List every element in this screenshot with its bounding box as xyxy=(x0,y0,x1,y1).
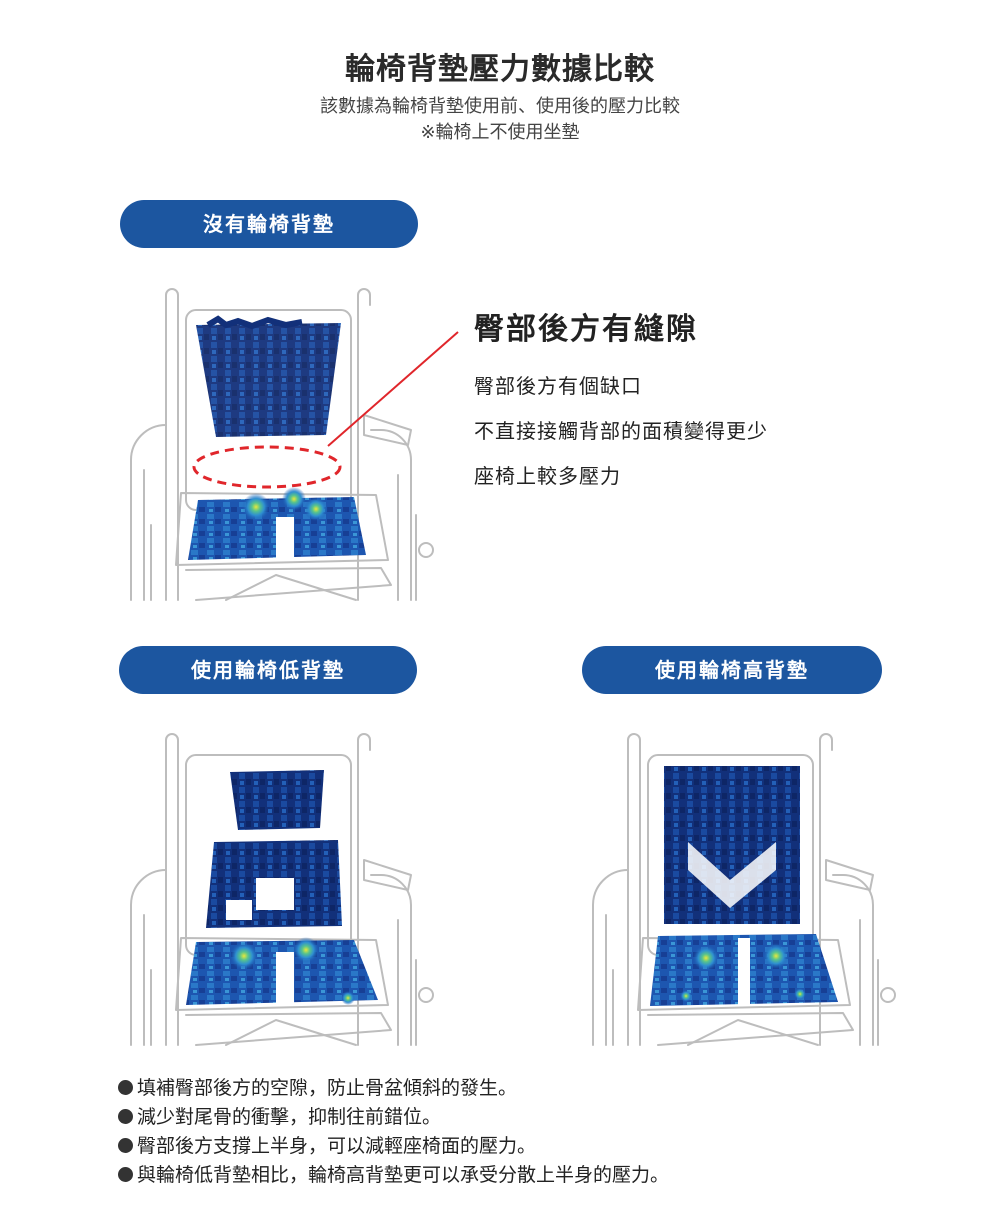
callout-line xyxy=(327,331,459,447)
callout-line-1: 臀部後方有個缺口 xyxy=(474,374,642,398)
bullet-dot-icon xyxy=(118,1080,133,1095)
page-title: 輪椅背墊壓力數據比較 xyxy=(345,52,655,87)
callout-line-3: 座椅上較多壓力 xyxy=(474,464,621,488)
list-item: 減少對尾骨的衝擊，抑制往前錯位。 xyxy=(118,1103,669,1132)
label-no-cushion: 沒有輪椅背墊 xyxy=(120,200,418,248)
callout-title: 臀部後方有縫隙 xyxy=(474,312,698,347)
benefit-list: 填補臀部後方的空隙，防止骨盆傾斜的發生。 減少對尾骨的衝擊，抑制往前錯位。 臀部… xyxy=(118,1074,669,1190)
bullet-dot-icon xyxy=(118,1167,133,1182)
list-item: 臀部後方支撐上半身，可以減輕座椅面的壓力。 xyxy=(118,1132,669,1161)
wheelchair-icon xyxy=(130,733,434,1046)
gap-highlight xyxy=(192,445,342,489)
wheelchair-icon xyxy=(130,288,434,601)
page-subtitle: 該數據為輪椅背墊使用前、使用後的壓力比較 xyxy=(320,96,680,117)
label-low-backrest: 使用輪椅低背墊 xyxy=(119,646,417,694)
bullet-dot-icon xyxy=(118,1109,133,1124)
wheelchair-icon xyxy=(592,733,896,1046)
list-item: 填補臀部後方的空隙，防止骨盆傾斜的發生。 xyxy=(118,1074,669,1103)
label-high-backrest: 使用輪椅高背墊 xyxy=(582,646,882,694)
list-item: 與輪椅低背墊相比，輪椅高背墊更可以承受分散上半身的壓力。 xyxy=(118,1161,669,1190)
bullet-dot-icon xyxy=(118,1138,133,1153)
page-note: ※輪椅上不使用坐墊 xyxy=(420,122,580,143)
callout-line-2: 不直接接觸背部的面積變得更少 xyxy=(474,419,768,443)
